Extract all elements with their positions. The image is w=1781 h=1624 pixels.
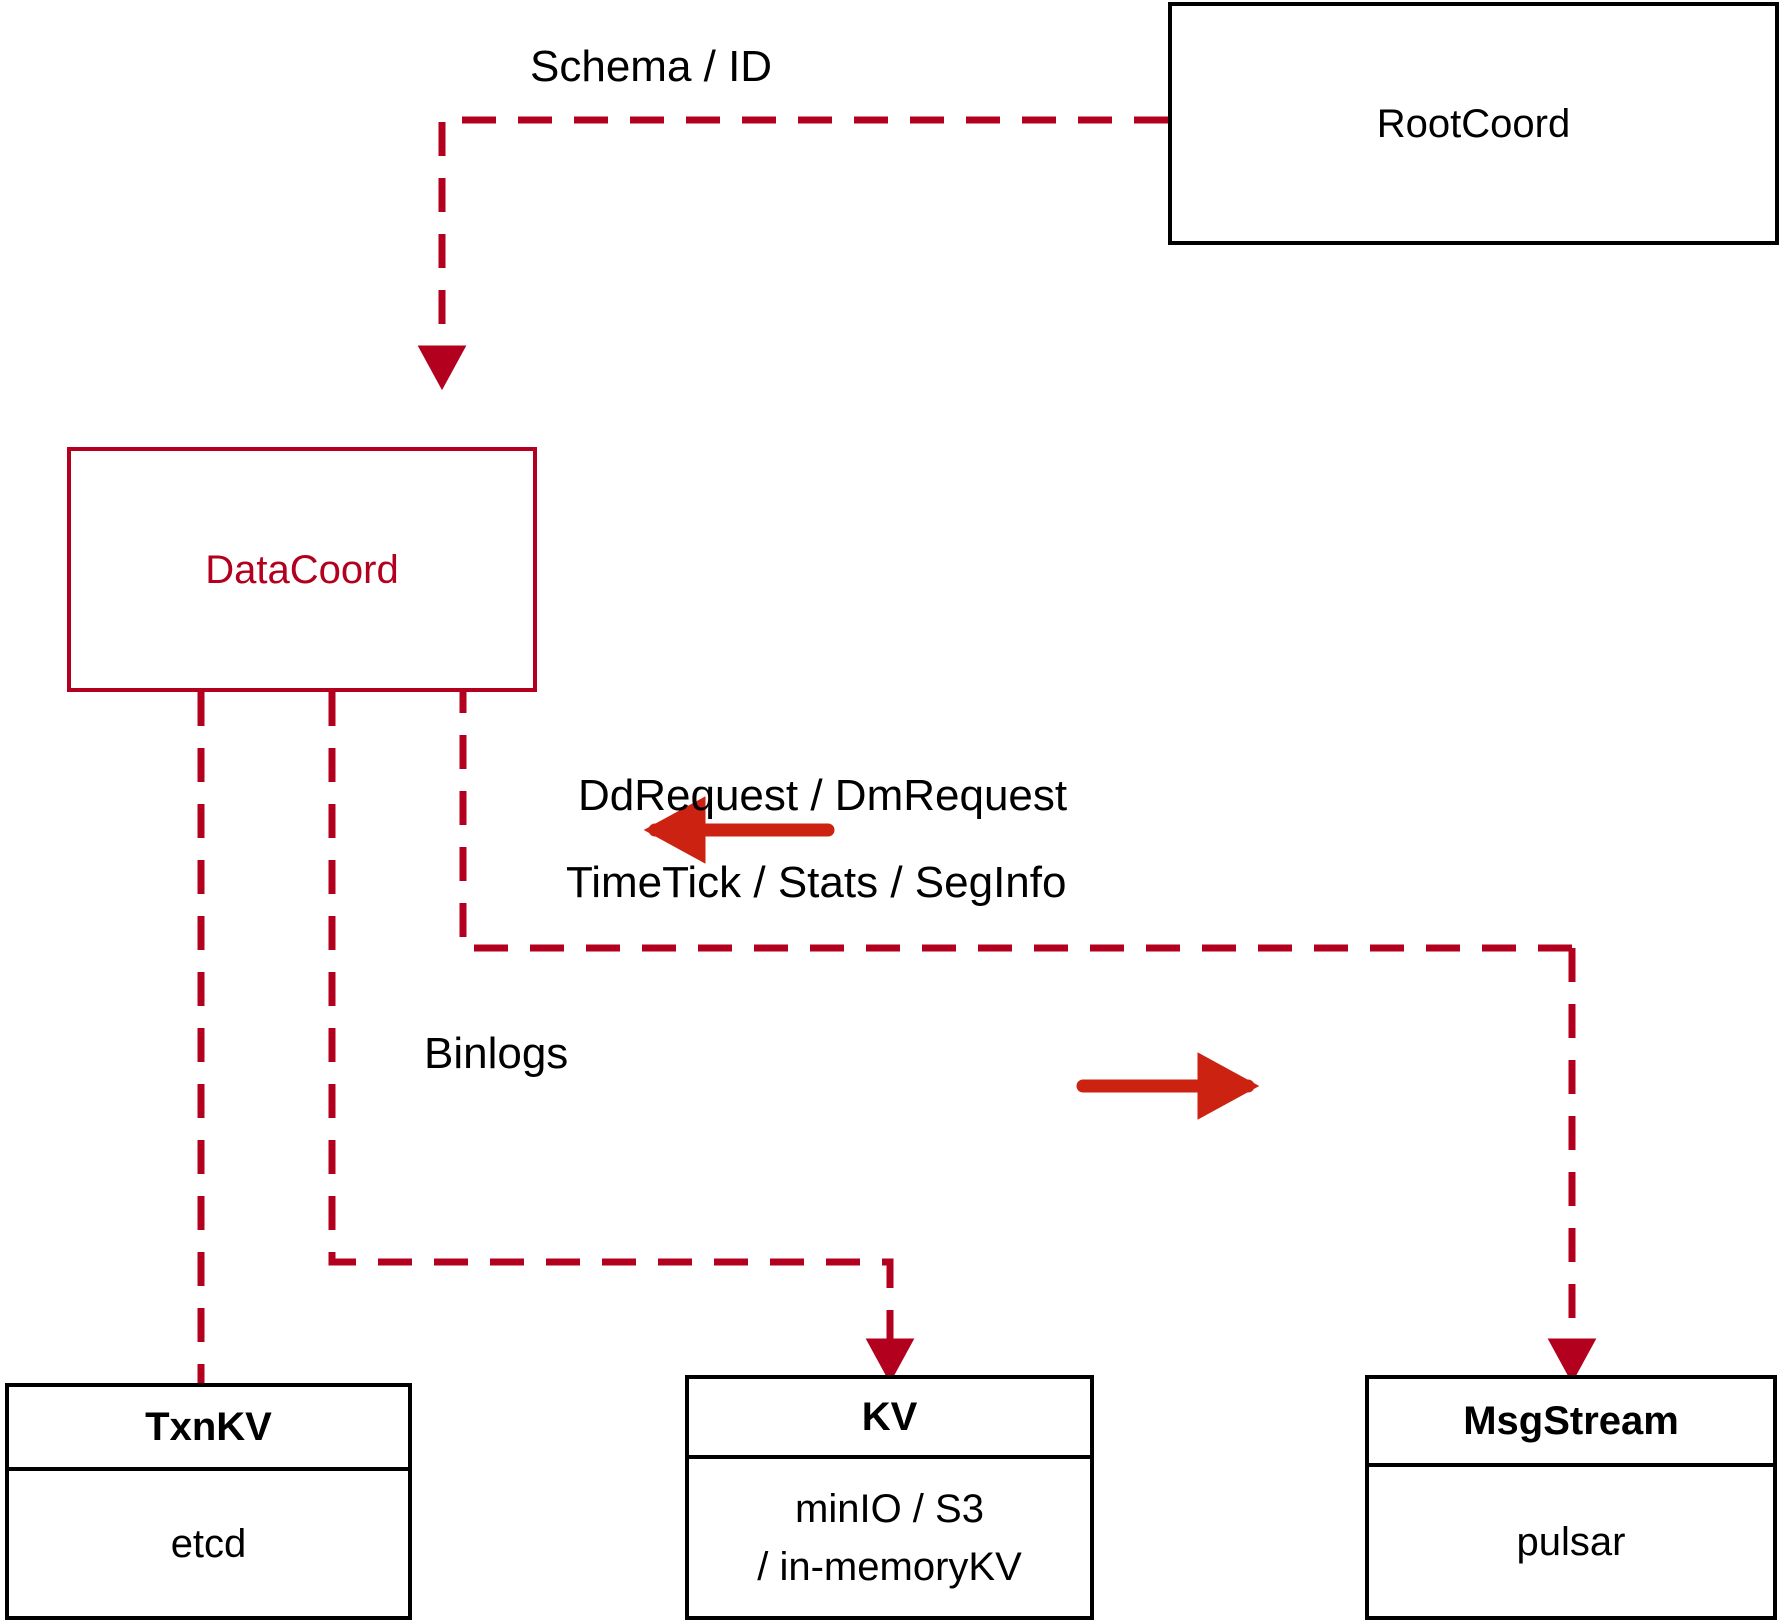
edge-datacoord-to-kv	[328, 692, 915, 1384]
node-txnkv-divider	[9, 1467, 408, 1471]
node-msgstream-body-line-1: pulsar	[1516, 1519, 1626, 1564]
node-msgstream[interactable]: MsgStream pulsar	[1365, 1375, 1777, 1620]
node-rootcoord[interactable]: RootCoord	[1168, 2, 1779, 245]
node-datacoord-label: DataCoord	[205, 547, 399, 592]
edge-label-timetick-stats-seginfo: TimeTick / Stats / SegInfo	[566, 858, 1067, 907]
node-msgstream-body: pulsar	[1369, 1467, 1773, 1616]
edge-rootcoord-to-datacoord	[417, 116, 1168, 391]
node-msgstream-divider	[1369, 1463, 1773, 1467]
node-kv-body: minIO / S3 / in-memoryKV	[689, 1459, 1090, 1616]
edge-label-schema-id: Schema / ID	[530, 42, 773, 91]
node-kv-title: KV	[861, 1394, 918, 1439]
node-txnkv-body-line-1: etcd	[170, 1521, 247, 1566]
node-kv-body-line-2: / in-memoryKV	[757, 1544, 1022, 1589]
node-datacoord[interactable]: DataCoord	[67, 447, 537, 692]
node-txnkv[interactable]: TxnKV etcd	[5, 1383, 412, 1620]
node-kv-body-line-1: minIO / S3	[795, 1486, 984, 1531]
node-msgstream-title: MsgStream	[1463, 1398, 1679, 1443]
edge-label-dd-dm-request: DdRequest / DmRequest	[578, 771, 1068, 820]
node-rootcoord-label: RootCoord	[1376, 101, 1571, 146]
node-txnkv-body: etcd	[9, 1471, 408, 1616]
node-kv-divider	[689, 1455, 1090, 1459]
edge-label-binlogs: Binlogs	[424, 1029, 569, 1078]
node-txnkv-title: TxnKV	[145, 1404, 272, 1449]
node-kv[interactable]: KV minIO / S3 / in-memoryKV	[685, 1375, 1094, 1620]
edge-msgstream-bus-to-datacoord	[438, 623, 1572, 952]
